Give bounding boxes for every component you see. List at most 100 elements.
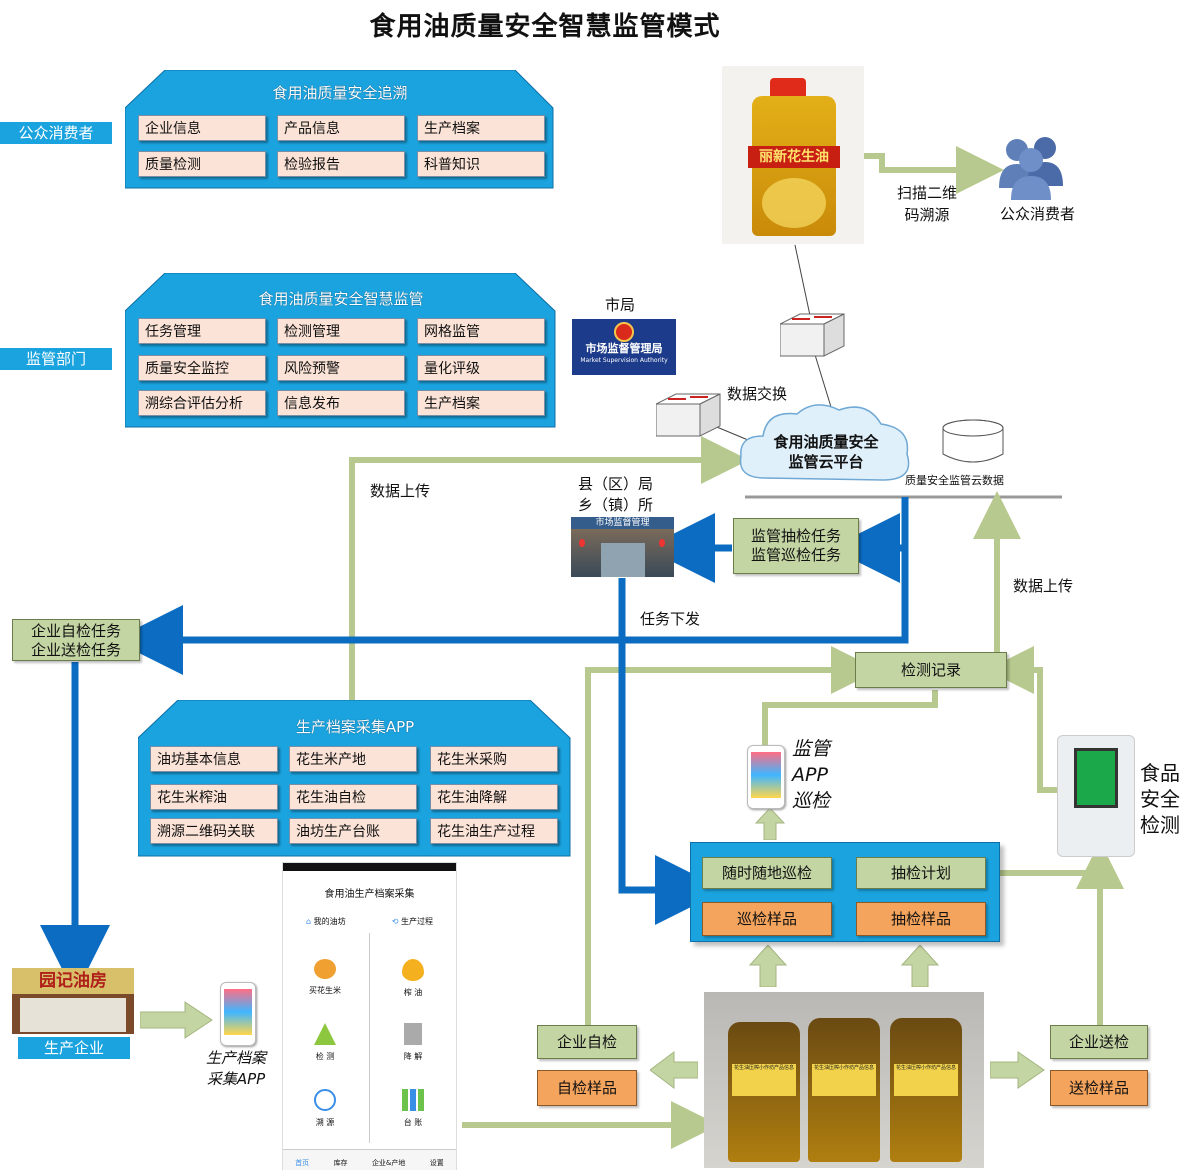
tile-degrade[interactable]: 降 解: [393, 1023, 433, 1062]
anytime-inspection-box[interactable]: 随时随地巡检: [702, 857, 832, 889]
arrow-up-app: [755, 808, 785, 840]
supervision-item[interactable]: 检测管理: [277, 318, 405, 344]
logo-en-text: Market Supervision Authority: [580, 357, 668, 364]
trace-item[interactable]: 产品信息: [277, 115, 405, 141]
nav-settings[interactable]: 设置: [429, 1159, 444, 1167]
producer-label: 生产企业: [18, 1037, 130, 1059]
spot-sample-box[interactable]: 抽检样品: [856, 902, 986, 936]
inspection-record-box[interactable]: 检测记录: [855, 652, 1007, 688]
oil-tanks-image: 花生油压榨小作坊产品信息 花生油压榨小作坊产品信息 花生油压榨小作坊产品信息: [704, 992, 984, 1168]
phone-screen-title: 食用油生产档案采集: [324, 889, 415, 900]
county-office-image: 市场监督管理: [571, 517, 674, 577]
patrol-sample-box[interactable]: 巡检样品: [702, 902, 832, 936]
role-supervision-dept: 监管部门: [0, 348, 112, 370]
peanut-icon: [314, 959, 336, 979]
arrow-to-send-check: [990, 1051, 1045, 1089]
page-title: 食用油质量安全智慧监管模式: [369, 12, 721, 42]
tile-buy-peanut[interactable]: 买花生米: [305, 959, 345, 996]
app-item[interactable]: 花生油自检: [289, 784, 417, 810]
supervision-item[interactable]: 生产档案: [417, 390, 545, 416]
phone-screen: 食用油生产档案采集 ⌂ 我的油坊 ⟲ 生产过程 买花生米 榨 油 检 测 降 解…: [282, 862, 457, 1170]
supervision-item[interactable]: 网格监管: [417, 318, 545, 344]
supervision-item[interactable]: 风险预警: [277, 355, 405, 381]
app-item[interactable]: 花生油降解: [430, 784, 558, 810]
app-panel-title: 生产档案采集APP: [295, 718, 415, 736]
trace-item[interactable]: 生产档案: [417, 115, 545, 141]
self-sample-box[interactable]: 自检样品: [537, 1070, 637, 1106]
tile-ledger[interactable]: 台 账: [393, 1089, 433, 1128]
supervision-panel-title: 食用油质量安全智慧监管: [258, 290, 424, 308]
tab-my-mill[interactable]: ⌂ 我的油坊: [306, 917, 346, 926]
self-check-box[interactable]: 企业自检: [537, 1025, 637, 1059]
app-item[interactable]: 溯源二维码关联: [150, 818, 278, 844]
supervision-item[interactable]: 质量安全监控: [138, 355, 266, 381]
collector-app-label: 生产档案 采集APP: [205, 1049, 266, 1088]
tab-process[interactable]: ⟲ 生产过程: [391, 917, 433, 926]
arrow-to-self-check: [650, 1051, 698, 1089]
nav-stock[interactable]: 库存: [333, 1159, 348, 1167]
trace-item[interactable]: 企业信息: [138, 115, 266, 141]
role-public-consumer: 公众消费者: [0, 122, 112, 144]
supervision-app-phone-icon: [747, 745, 785, 809]
send-sample-box[interactable]: 送检样品: [1050, 1070, 1148, 1106]
tile-test[interactable]: 检 测: [305, 1023, 345, 1062]
bottle-label: 丽新花生油: [748, 146, 840, 168]
nav-home[interactable]: 首页: [295, 1159, 310, 1167]
people-icon: [999, 137, 1063, 200]
task-dispatch-label: 任务下发: [640, 610, 701, 628]
app-item[interactable]: 油坊基本信息: [150, 746, 278, 772]
app-item[interactable]: 花生米榨油: [150, 784, 278, 810]
scan-icon: [314, 1089, 336, 1111]
spot-plan-box[interactable]: 抽检计划: [856, 857, 986, 889]
trace-item[interactable]: 检验报告: [277, 151, 405, 177]
supervision-item[interactable]: 信息发布: [277, 390, 405, 416]
supervision-item[interactable]: 量化评级: [417, 355, 545, 381]
trace-item[interactable]: 科普知识: [417, 151, 545, 177]
supervision-item[interactable]: 溯综合评估分析: [138, 390, 266, 416]
data-exchange-label: 数据交换: [727, 385, 788, 403]
cloud-platform-label: 食用油质量安全 监管云平台: [773, 433, 879, 471]
emblem-icon: [614, 322, 634, 342]
trace-item[interactable]: 质量检测: [138, 151, 266, 177]
food-safety-detector-image: [1057, 735, 1135, 857]
tile-trace[interactable]: 溯 源: [305, 1089, 345, 1128]
county-bureau-label: 县（区）局 乡（镇）所: [578, 475, 654, 514]
send-check-box[interactable]: 企业送检: [1050, 1025, 1148, 1059]
app-item[interactable]: 花生油生产过程: [430, 818, 558, 844]
oil-product-label: 花生油压榨小作坊产品信息: [732, 1064, 796, 1096]
trace-panel-title: 食用油质量安全追溯: [272, 84, 408, 102]
binder-icon: [402, 1089, 424, 1111]
home-icon: ⌂: [306, 917, 312, 926]
database-icon: [942, 419, 1004, 463]
app-panel-shape: [138, 700, 571, 857]
collector-phone-icon: [220, 982, 256, 1046]
public-consumer-label: 公众消费者: [999, 205, 1075, 223]
app-item[interactable]: 油坊生产台账: [289, 818, 417, 844]
logo-cn-text: 市场监督管理局: [585, 342, 663, 355]
net-line: [794, 244, 813, 326]
supervision-panel-shape: [125, 273, 556, 428]
app-item[interactable]: 花生米采购: [430, 746, 558, 772]
tile-press[interactable]: 榨 油: [393, 959, 433, 998]
gov-tasks-box[interactable]: 监管抽检任务 监管巡检任务: [733, 518, 859, 574]
phone-bottom-nav: 首页 库存 企业&产地 设置: [283, 1149, 456, 1170]
shop-sign-text: 园记油房: [12, 968, 134, 994]
oil-product-label: 花生油压榨小作坊产品信息: [812, 1064, 876, 1096]
app-item[interactable]: 花生米产地: [289, 746, 417, 772]
oil-shop-image: 园记油房: [12, 968, 134, 1034]
supervision-app-label: 监管 APP 巡检: [792, 738, 831, 812]
flask-icon: [314, 1023, 336, 1045]
arrow-up-patrol: [748, 945, 788, 987]
data-upload-left-label: 数据上传: [370, 482, 431, 500]
share-icon: ⟲: [391, 917, 399, 926]
food-safety-test-label: 食品 安全 检测: [1140, 761, 1180, 837]
cloud-data-label: 质量安全监管云数据: [905, 474, 1004, 487]
city-bureau-label: 市局: [605, 296, 636, 314]
enterprise-tasks-box[interactable]: 企业自检任务 企业送检任务: [12, 619, 140, 661]
county-sign-text: 市场监督管理: [595, 518, 650, 528]
oil-product-label: 花生油压榨小作坊产品信息: [894, 1064, 958, 1096]
oil-drop-icon: [402, 959, 424, 981]
supervision-item[interactable]: 任务管理: [138, 318, 266, 344]
nav-company[interactable]: 企业&产地: [371, 1159, 406, 1167]
